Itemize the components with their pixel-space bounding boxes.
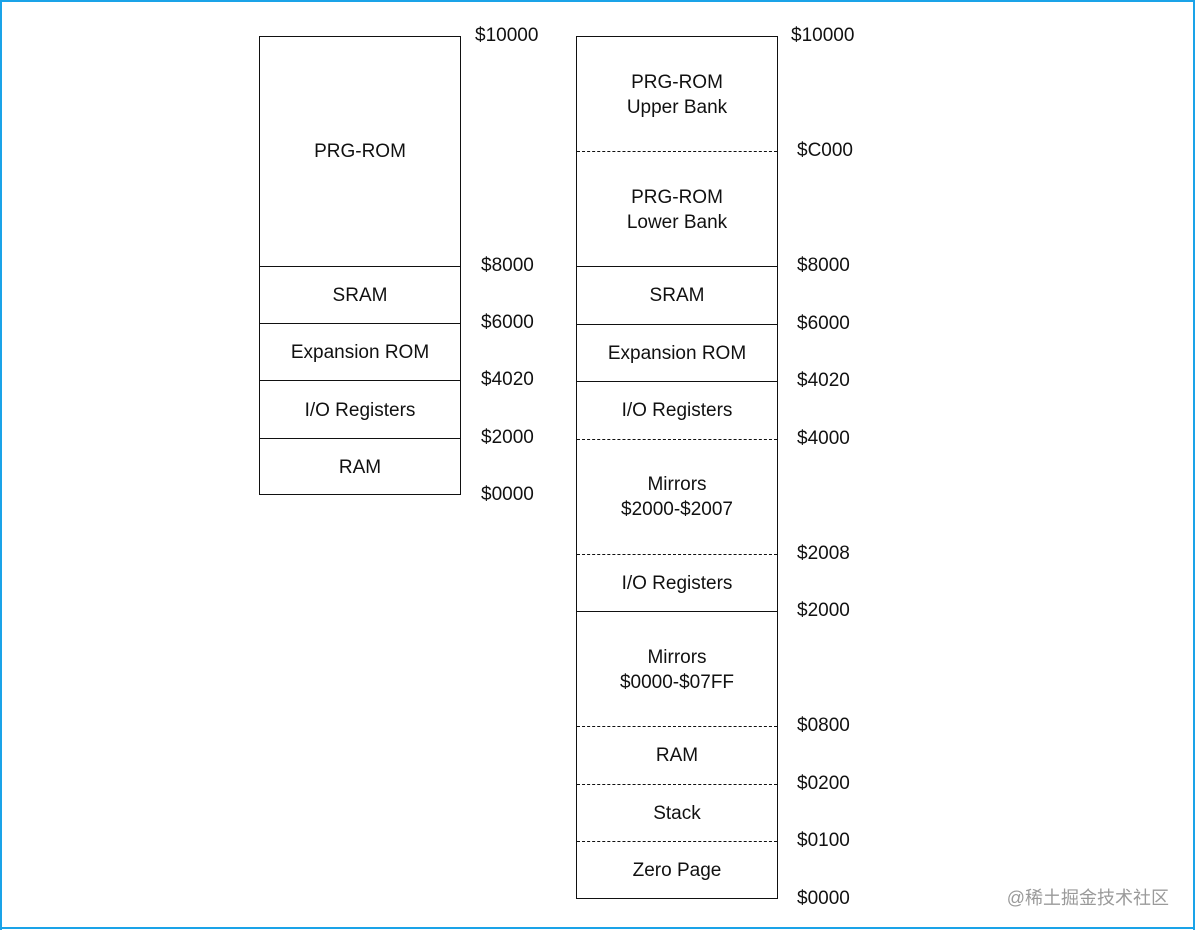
- memory-region-label: I/O Registers: [621, 572, 733, 594]
- memory-region-label: I/O Registers: [621, 400, 733, 422]
- solid-divider: [577, 381, 777, 382]
- memory-region: RAM: [260, 439, 460, 496]
- memory-region-label: SRAM: [332, 284, 388, 306]
- solid-divider: [577, 611, 777, 612]
- address-label: $C000: [797, 140, 853, 161]
- address-label: $8000: [797, 255, 850, 276]
- address-label: $10000: [475, 25, 539, 46]
- memory-region-label: PRG-ROM: [314, 141, 406, 163]
- memory-region: I/O Registers: [577, 555, 777, 613]
- memory-region: Expansion ROM: [260, 324, 460, 381]
- memory-region-label: Expansion ROM: [607, 342, 747, 364]
- address-label: $4000: [797, 427, 850, 449]
- memory-region: PRG-ROM: [260, 37, 460, 267]
- memory-region: PRG-ROM Upper Bank: [577, 37, 777, 152]
- address-label: $0100: [797, 830, 850, 851]
- memory-region: I/O Registers: [577, 382, 777, 440]
- memory-region-label: RAM: [655, 745, 699, 767]
- watermark: @稀土掘金技术社区: [1006, 888, 1169, 908]
- address-label: $4020: [481, 369, 534, 391]
- memory-region: SRAM: [577, 267, 777, 325]
- memory-region-label: I/O Registers: [304, 399, 416, 421]
- memory-region: I/O Registers: [260, 381, 460, 438]
- memory-region: RAM: [577, 727, 777, 785]
- memory-region: Mirrors $2000-$2007: [577, 440, 777, 555]
- frame-right-edge: [1193, 0, 1195, 930]
- address-label: $2008: [797, 542, 850, 564]
- address-label: $0200: [797, 772, 850, 794]
- memory-region-label: SRAM: [649, 285, 705, 307]
- dashed-divider: [577, 438, 777, 440]
- solid-divider: [260, 323, 460, 324]
- address-label: $2000: [797, 600, 850, 621]
- memory-region: Zero Page: [577, 842, 777, 900]
- address-label: $8000: [481, 254, 534, 276]
- memory-region: Stack: [577, 785, 777, 843]
- dashed-divider: [577, 841, 777, 842]
- solid-divider: [260, 265, 460, 267]
- frame-top-edge: [0, 0, 1195, 2]
- address-label: $6000: [797, 312, 850, 334]
- memory-region: Mirrors $0000-$07FF: [577, 612, 777, 727]
- address-label: $2000: [481, 426, 534, 448]
- address-label: $0000: [797, 887, 850, 909]
- memory-region-label: Stack: [653, 802, 701, 824]
- memory-region: PRG-ROM Lower Bank: [577, 152, 777, 267]
- solid-divider: [577, 266, 777, 267]
- frame-left-edge: [0, 0, 2, 930]
- memory-region-label: Mirrors $0000-$07FF: [619, 646, 735, 693]
- memory-region-label: Zero Page: [632, 860, 722, 882]
- address-label: $10000: [791, 25, 855, 46]
- frame-bottom-edge: [0, 927, 1195, 929]
- memory-region: SRAM: [260, 267, 460, 324]
- dashed-divider: [577, 151, 777, 152]
- memory-region-label: Mirrors $2000-$2007: [621, 474, 733, 520]
- solid-divider: [260, 380, 460, 382]
- memory-region-label: PRG-ROM Upper Bank: [626, 71, 728, 118]
- address-label: $6000: [481, 312, 534, 333]
- dashed-divider: [577, 783, 777, 785]
- dashed-divider: [577, 726, 777, 727]
- memory-region-label: Expansion ROM: [290, 342, 430, 364]
- solid-divider: [260, 437, 460, 439]
- dashed-divider: [577, 553, 777, 555]
- address-label: $0800: [797, 715, 850, 736]
- memory-region-label: RAM: [338, 456, 382, 478]
- address-label: $0000: [481, 484, 534, 506]
- memory-region: Expansion ROM: [577, 325, 777, 383]
- address-label: $4020: [797, 370, 850, 391]
- solid-divider: [577, 323, 777, 325]
- memory-region-label: PRG-ROM Lower Bank: [626, 186, 728, 233]
